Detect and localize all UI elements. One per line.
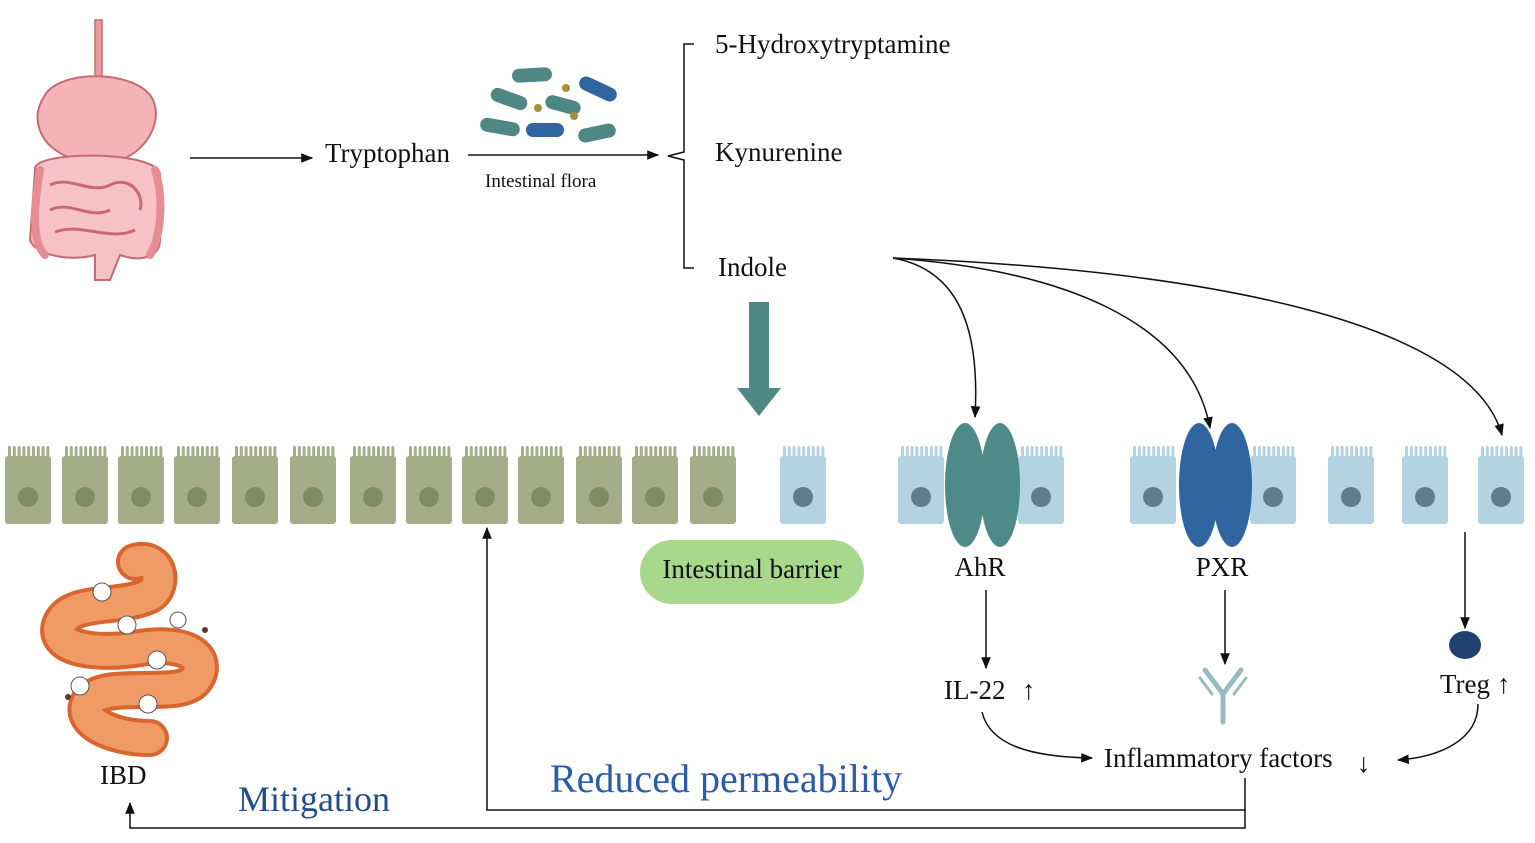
olive-epithelial-cell-12 (690, 446, 736, 524)
metabolite-bracket (667, 43, 694, 269)
light-epithelial-cell-3 (1130, 446, 1176, 524)
5-hydroxytryptamine-label: 5-Hydroxytryptamine (715, 29, 950, 59)
il22-label: IL-22 (944, 675, 1005, 705)
olive-epithelial-cell-10 (576, 446, 622, 524)
pxr-receptor (1179, 423, 1252, 547)
light-epithelial-cell-0 (780, 446, 826, 524)
mitigation-label: Mitigation (238, 779, 390, 819)
olive-epithelial-cell-2 (118, 446, 164, 524)
arrow-indole-to-pxr (892, 257, 1213, 430)
bacteria-cluster-icon (480, 67, 617, 143)
epithelial-cell-layer (5, 446, 1524, 524)
inflamed-intestine-icon (40, 542, 219, 757)
arrow-indole-to-treg (892, 257, 1504, 437)
ahr-label: AhR (954, 552, 1005, 582)
olive-epithelial-cell-4 (232, 446, 278, 524)
olive-epithelial-cell-9 (518, 446, 564, 524)
olive-epithelial-cell-6 (350, 446, 396, 524)
kynurenine-label: Kynurenine (715, 137, 842, 167)
light-epithelial-cell-6 (1402, 446, 1448, 524)
light-epithelial-cell-5 (1328, 446, 1374, 524)
ahr-receptor (945, 423, 1020, 547)
arrow-treg-to-inflammatory (1396, 703, 1479, 765)
indole-label: Indole (718, 252, 787, 282)
olive-epithelial-cell-7 (406, 446, 452, 524)
inflammatory-factors-label: Inflammatory factors (1104, 743, 1333, 773)
light-epithelial-cell-1 (898, 446, 944, 524)
arrow-reduced-permeability (482, 526, 1246, 811)
intestinal-barrier-pill (640, 540, 864, 604)
olive-epithelial-cell-5 (290, 446, 336, 524)
ibd-label: IBD (100, 760, 147, 790)
pxr-label: PXR (1196, 552, 1249, 582)
treg-label: Treg (1440, 669, 1490, 699)
olive-epithelial-cell-11 (632, 446, 678, 524)
olive-epithelial-cell-8 (462, 446, 508, 524)
inflammatory-down-arrow: ↓ (1357, 748, 1371, 778)
light-epithelial-cell-7 (1478, 446, 1524, 524)
gut-organ-icon (28, 19, 165, 281)
teal-down-arrow (737, 302, 781, 416)
treg-cell (1449, 631, 1481, 659)
arrow-mitigation (125, 801, 1246, 829)
reduced-permeability-label: Reduced permeability (550, 756, 902, 801)
arrow-il22-to-inflammatory (981, 711, 1094, 763)
olive-epithelial-cell-1 (62, 446, 108, 524)
intestinal-barrier-label: Intestinal barrier (662, 554, 841, 584)
light-epithelial-cell-2 (1018, 446, 1064, 524)
olive-epithelial-cell-0 (5, 446, 51, 524)
treg-up-arrow: ↑ (1497, 669, 1511, 699)
light-epithelial-cell-4 (1250, 446, 1296, 524)
olive-epithelial-cell-3 (174, 446, 220, 524)
antibody-icon (1198, 667, 1248, 725)
tryptophan-label: Tryptophan (325, 138, 451, 168)
arrow-indole-to-ahr (892, 257, 981, 419)
il22-up-arrow: ↑ (1022, 675, 1036, 705)
intestinal-flora-label: Intestinal flora (485, 171, 597, 192)
